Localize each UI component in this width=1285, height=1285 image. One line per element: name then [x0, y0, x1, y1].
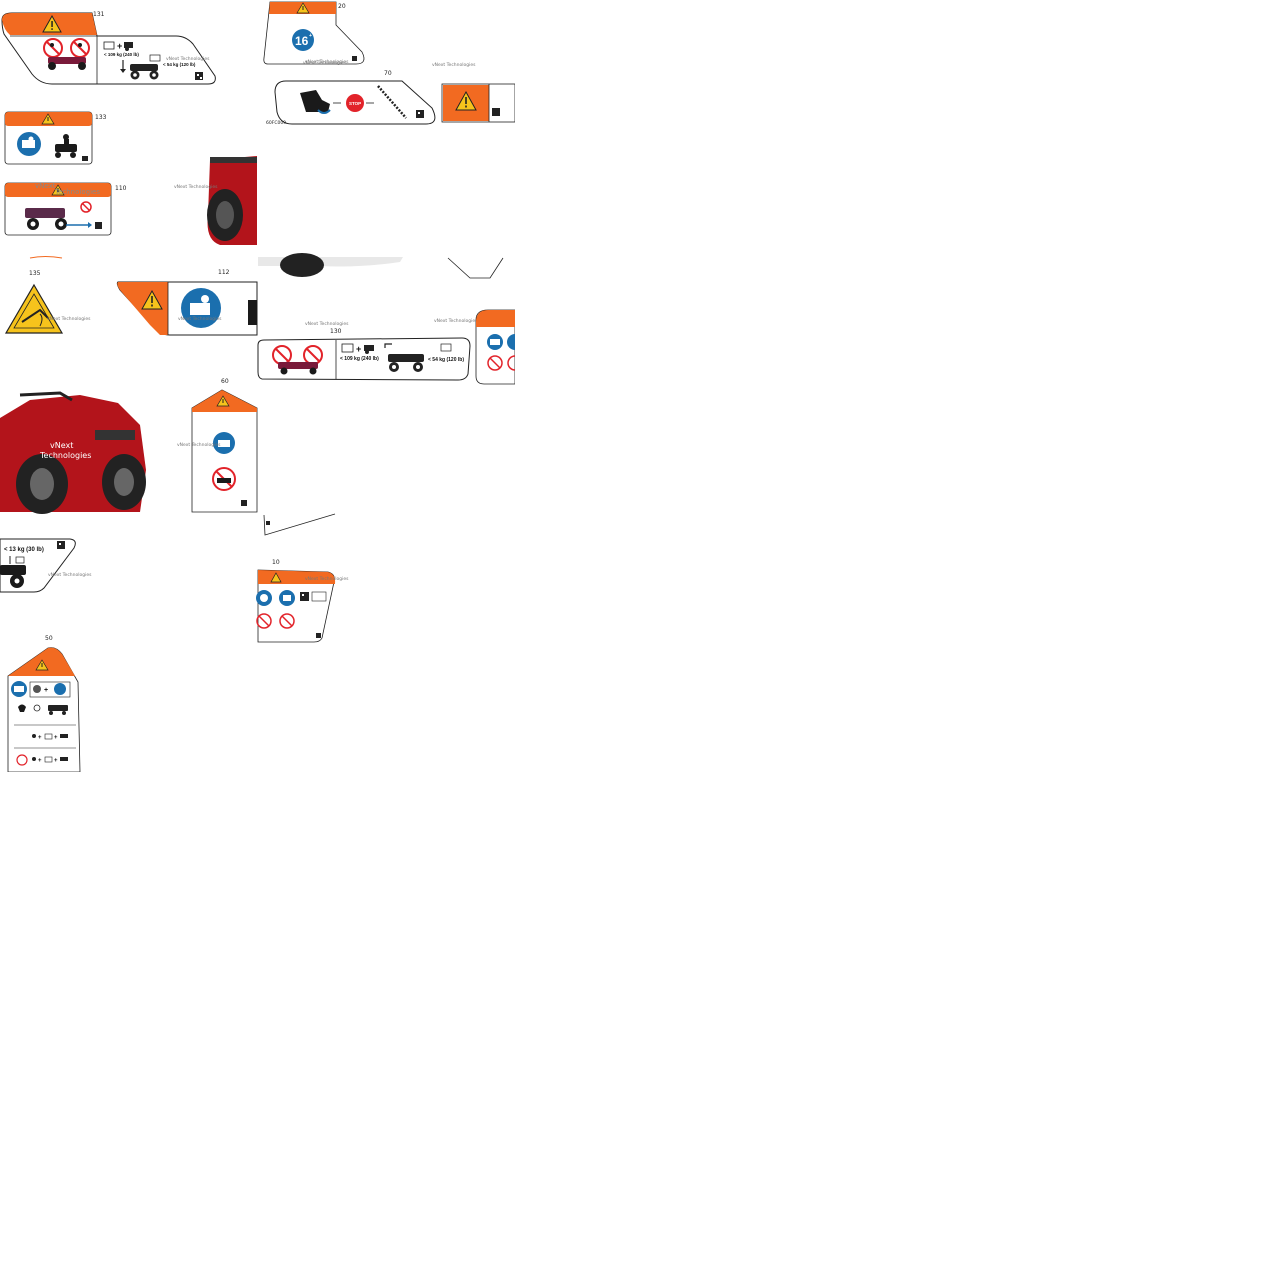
no-sign-icon — [80, 201, 92, 213]
no-passenger-icon — [272, 345, 323, 375]
watermark-text: vNext Technologies — [303, 60, 347, 66]
callout-110: 110 — [115, 185, 127, 192]
age-restriction-icon: 16 + — [292, 29, 314, 51]
watermark-text: vNext Technologies — [177, 442, 221, 448]
atv-front-photo: vNext Technologies — [0, 391, 146, 514]
qr-code-icon — [416, 110, 424, 118]
callout-60: 60 — [221, 378, 229, 385]
svg-text:+: + — [44, 687, 48, 694]
watermark-text: vNext Technologies — [432, 62, 476, 68]
label-fragment — [263, 513, 336, 536]
watermark-text: vNext Technologies — [305, 576, 349, 582]
watermark-text: vNext Technologies — [305, 321, 349, 327]
callout-112: 112 — [218, 269, 230, 276]
watermark-text: vNext Technologies — [305, 59, 349, 65]
svg-text:+: + — [38, 758, 42, 764]
warning-triangle-icon — [35, 659, 49, 671]
callout-20: 20 — [338, 3, 346, 10]
atv-icon — [48, 57, 86, 70]
warning-triangle-icon — [42, 14, 62, 33]
label-133: 133 — [4, 111, 107, 165]
label-10: 10 vNext Technologies — [256, 559, 349, 643]
atv-tow-icon — [25, 208, 92, 230]
atv-rider-icon — [55, 134, 77, 158]
watermark-text: vNext Technologies — [48, 572, 92, 578]
load-front-text: < 54 kg (120 lb) — [428, 357, 464, 363]
atv-front-icon — [120, 60, 159, 80]
label-60: 60 vNext Technologies — [177, 378, 258, 513]
atv-icon — [384, 343, 424, 372]
label-112: 112 vNext Technologies — [116, 269, 258, 336]
diagram-canvas: 131 + < 109 kg (240 lb) < 54 kg (120 lb)… — [0, 0, 515, 772]
cargo-plus-trailer-icon: + — [341, 343, 374, 354]
age-text: 16 — [295, 34, 309, 48]
atv-front-icon — [0, 556, 26, 588]
watermark-text: vNext Technologies — [434, 318, 478, 324]
chain-icon — [377, 85, 407, 119]
callout-135: 135 — [29, 270, 41, 277]
label-20: 16 + 20 vNext Technologies — [263, 1, 365, 66]
hot-surface-warning-icon — [4, 283, 64, 334]
callout-70: 70 — [384, 70, 392, 77]
atv-photo-bottom — [258, 253, 504, 279]
watermark-text: Technologies — [39, 451, 91, 460]
stop-text: STOP — [349, 101, 361, 106]
svg-text:+: + — [356, 344, 361, 354]
watermark-text: vNext Technologies — [47, 316, 91, 322]
svg-text:+: + — [54, 758, 58, 764]
load-text: < 13 kg (30 lb) — [4, 547, 44, 553]
age-suffix-text: + — [309, 33, 312, 39]
atv-rear-photo: vNext Technologies — [174, 156, 257, 245]
label-131: 131 + < 109 kg (240 lb) < 54 kg (120 lb)… — [1, 11, 216, 85]
watermark-text: vNext — [35, 182, 56, 190]
callout-10: 10 — [272, 559, 280, 566]
callout-50: 50 — [45, 635, 53, 642]
warning-triangle-icon — [270, 572, 282, 583]
warning-triangle-icon — [296, 2, 310, 14]
callout-131: 131 — [93, 11, 105, 18]
read-manual-icon — [17, 132, 41, 156]
svg-text:+: + — [117, 41, 122, 51]
load-rear-text: < 109 kg (240 lb) — [104, 52, 139, 57]
read-manual-icon — [213, 432, 235, 454]
label-70: STOP 70 60FC009 vNext Technologies — [266, 59, 436, 126]
warning-triangle-icon — [41, 113, 55, 125]
svg-text:+: + — [54, 735, 58, 741]
watermark-text: Technologies — [54, 188, 100, 196]
label-partial-right — [441, 83, 515, 123]
label-110: vNext Technologies 110 — [4, 182, 127, 236]
labels-diagram: 131 + < 109 kg (240 lb) < 54 kg (120 lb)… — [0, 1, 515, 772]
read-manual-icon — [181, 288, 221, 328]
warning-triangle-icon — [51, 184, 65, 196]
qr-code-icon — [195, 72, 203, 80]
svg-text:+: + — [38, 735, 42, 741]
watermark-text: vNext Technologies — [174, 184, 218, 190]
read-manual-icon — [11, 681, 27, 697]
warning-triangle-icon — [216, 395, 230, 407]
label-50: + + + + + 50 — [7, 635, 81, 772]
load-front-text: < 54 kg (120 lb) — [163, 62, 196, 67]
warning-triangle-icon — [455, 90, 477, 111]
label-130: + < 109 kg (240 lb) < 54 kg (120 lb) 130… — [257, 318, 478, 381]
warning-triangle-icon — [141, 289, 163, 310]
watermark-text: vNext Technologies — [166, 56, 210, 62]
label-partial-right-2 — [475, 309, 515, 385]
stop-sign-icon: STOP — [346, 94, 364, 112]
label-135: 135 vNext Technologies — [4, 270, 91, 334]
cargo-plus-trailer-icon: + — [103, 41, 133, 51]
watermark-text: vNext Technologies — [178, 316, 222, 322]
watermark-text: vNext — [50, 441, 73, 450]
callout-130: 130 — [330, 328, 342, 335]
part-code-text: 60FC009 — [266, 120, 286, 126]
no-atv-icon — [212, 467, 236, 491]
boot-icon — [300, 90, 331, 114]
label-30: < 13 kg (30 lb) vNext Technologies — [0, 538, 92, 593]
callout-133: 133 — [95, 114, 107, 121]
load-rear-text: < 109 kg (240 lb) — [340, 356, 379, 362]
